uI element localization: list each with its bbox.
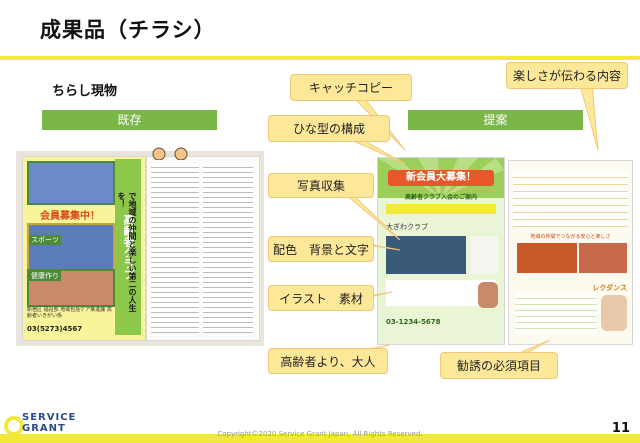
photo-caption	[470, 236, 498, 274]
footer-band	[0, 434, 640, 443]
callout-color: 配色 背景と文字	[268, 236, 374, 262]
proposed-flyer-back: 地域の仲間でつながる安心と楽しさ レクダンス	[508, 160, 633, 345]
contact-phone: 03(5273)4567	[27, 325, 83, 333]
contact-text: 新宿区 福祉部 地域包括ケア推進課 高齢者いきがい係	[27, 307, 112, 319]
recruit-heading: 会員募集中！	[40, 211, 100, 222]
callout-template: ひな型の構成	[268, 115, 390, 142]
logo-line2: GRANT	[22, 423, 66, 434]
callout-catchcopy: キャッチコピー	[290, 74, 412, 101]
existing-label-bar: 既存	[42, 110, 217, 130]
club-name: 大ぎわクラブ	[386, 223, 428, 231]
proposal-label-bar: 提案	[408, 110, 583, 130]
section-sports: スポーツ	[29, 235, 61, 245]
callout-required: 勧誘の必須項目	[440, 352, 558, 379]
description-text	[515, 293, 597, 333]
guide-subhead: 高齢者クラブ入会のご案内	[404, 194, 477, 201]
proposed-flyer-front: 新会員大募集！ 高齢者クラブ入会のご案内 大ぎわクラブ 03-1234-5678	[377, 157, 505, 345]
photo-image	[386, 236, 466, 274]
existing-side-text: で地域の仲間と楽しい第二の人生を！	[117, 192, 137, 312]
back-subhead: 地域の仲間でつながる安心と楽しさ	[530, 234, 611, 240]
activity-list	[386, 280, 496, 306]
info-band	[386, 204, 496, 214]
page-number: 11	[611, 421, 630, 436]
existing-flyer-front: 高齢者クラブ 会員募集中！ スポーツ 健康作り 新宿区 福祉部 地域包括ケア推進…	[22, 156, 146, 341]
service-grant-logo	[4, 416, 24, 436]
dance-title: レクダンス	[592, 284, 627, 292]
logo-line1: SERVICE	[22, 412, 77, 423]
logo-text: SERVICE GRANT	[22, 412, 76, 434]
copyright: Copyright©2020 Service Grant Japan, All …	[217, 430, 423, 438]
club-list-table	[151, 163, 199, 333]
callout-fun: 楽しさが伝わる内容	[506, 62, 628, 89]
existing-flyer-back	[146, 156, 260, 341]
page-title: 成果品（チラシ）	[40, 18, 216, 42]
vertical-title: 高齢者クラブ	[115, 159, 141, 335]
photo-image	[579, 243, 627, 273]
callout-illust: イラスト 素材	[268, 285, 374, 311]
callout-photo: 写真収集	[268, 173, 374, 198]
people-illustration	[601, 295, 627, 331]
section-health: 健康作り	[29, 271, 61, 281]
contact-phone: 03-1234-5678	[386, 318, 441, 326]
callout-elder: 高齢者より、大人	[268, 348, 388, 374]
pointer-fun	[579, 84, 599, 151]
recruit-banner: 新会員大募集！	[388, 170, 494, 186]
activity-table	[513, 171, 628, 227]
section-subtitle: ちらし現物	[52, 84, 118, 99]
club-list-table	[203, 163, 253, 333]
title-underline	[0, 56, 640, 60]
photo-image	[27, 161, 115, 205]
people-illustration	[478, 282, 498, 308]
photo-image	[517, 243, 577, 273]
pointer-photo	[343, 193, 401, 241]
